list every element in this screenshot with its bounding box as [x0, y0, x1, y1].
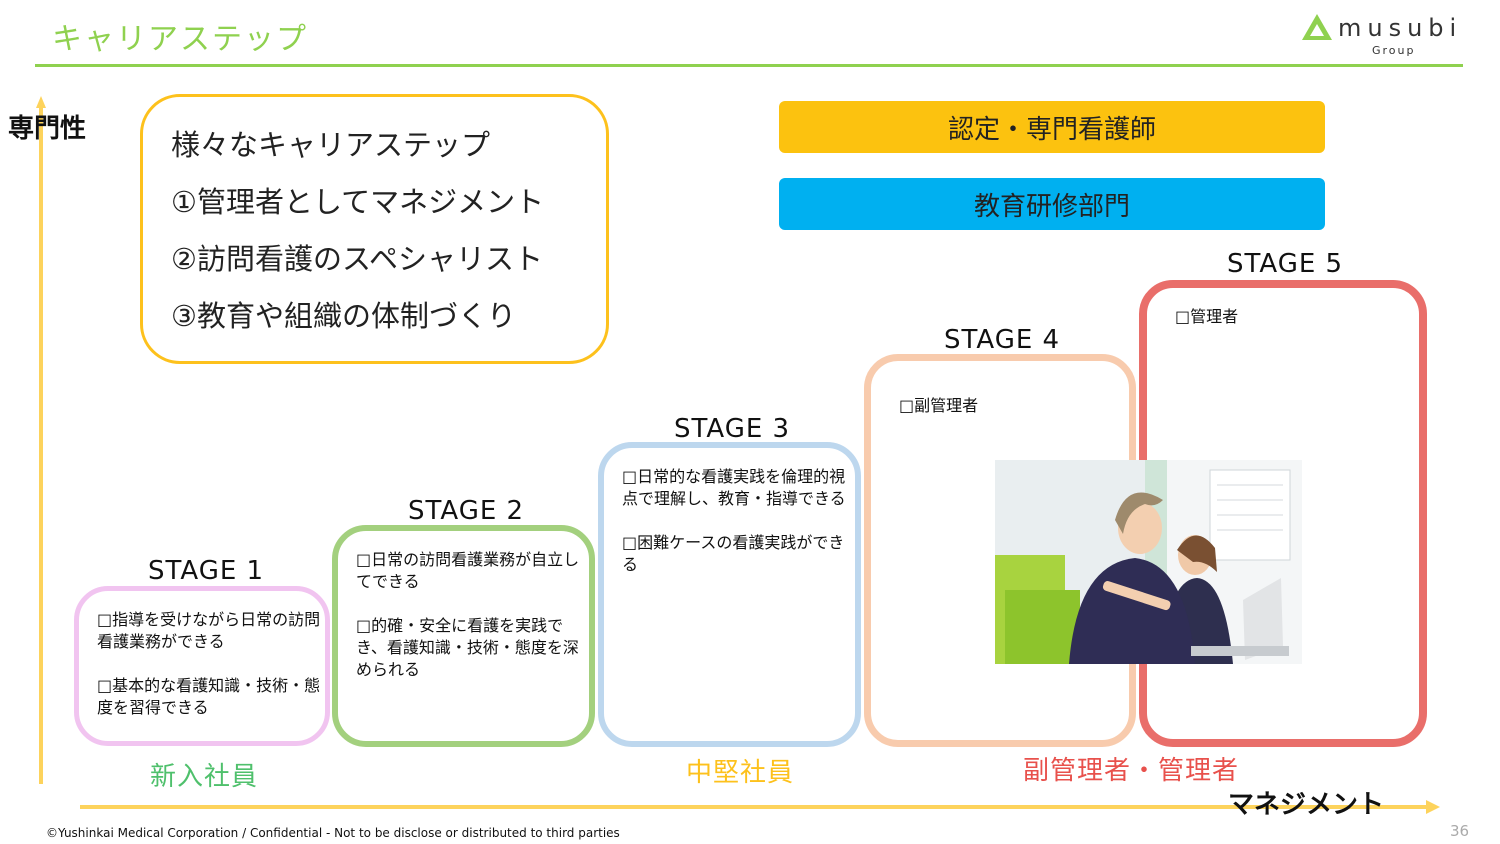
vertical-axis-arrow — [36, 96, 46, 784]
horizontal-axis-arrow — [80, 800, 1440, 814]
group-label-managers: 副管理者・管理者 — [1023, 756, 1240, 786]
career-path-education: ③教育や組織の体制づくり — [171, 299, 516, 333]
stage-1-item: □指導を受けながら日常の訪問看護業務ができる — [97, 610, 321, 651]
logo-triangle-icon — [1302, 14, 1332, 40]
stage-3-label: STAGE 3 — [674, 414, 791, 444]
axis-label-management: マネジメント — [1228, 790, 1385, 820]
category-education-dept: 教育研修部門 — [779, 178, 1325, 230]
nurses-photo — [995, 460, 1302, 664]
stage-3-box: □日常的な看護実践を倫理的視点で理解し、教育・指導できる □困難ケースの看護実践… — [598, 442, 861, 747]
stage-5-label: STAGE 5 — [1227, 249, 1344, 279]
stage-4-label: STAGE 4 — [944, 325, 1061, 355]
stage-1-label: STAGE 1 — [148, 556, 265, 586]
page-number: 36 — [1450, 822, 1470, 840]
group-label-mid-career: 中堅社員 — [686, 758, 795, 788]
career-paths-box: 様々なキャリアステップ ①管理者としてマネジメント ②訪問看護のスペシャリスト … — [140, 94, 609, 364]
stage-2-label: STAGE 2 — [408, 496, 525, 526]
slide-title: キャリアステップ — [52, 22, 308, 57]
career-path-specialist: ②訪問看護のスペシャリスト — [171, 242, 543, 276]
stage-2-box: □日常の訪問看護業務が自立してできる □的確・安全に看護を実践でき、看護知識・技… — [332, 525, 595, 747]
logo-subtext: Group — [1372, 44, 1416, 57]
stage-1-box: □指導を受けながら日常の訪問看護業務ができる □基本的な看護知識・技術・態度を習… — [74, 586, 330, 746]
axis-label-specialty: 専門性 — [8, 114, 87, 144]
category-certified-nurse: 認定・専門看護師 — [779, 101, 1325, 153]
group-label-new-staff: 新入社員 — [150, 762, 259, 792]
logo-wordmark: musubi — [1338, 14, 1463, 42]
musubi-logo: musubi Group — [1300, 8, 1460, 60]
stage-2-item: □日常の訪問看護業務が自立してできる — [356, 550, 580, 591]
stage-2-item: □的確・安全に看護を実践でき、看護知識・技術・態度を深められる — [356, 616, 579, 679]
copyright-notice: ©Yushinkai Medical Corporation / Confide… — [46, 826, 620, 840]
stage-3-item: □日常的な看護実践を倫理的視点で理解し、教育・指導できる — [622, 467, 846, 508]
stage-1-item: □基本的な看護知識・技術・態度を習得できる — [97, 676, 321, 717]
career-path-management: ①管理者としてマネジメント — [171, 185, 545, 219]
stage-5-item: □管理者 — [1175, 307, 1239, 326]
career-box-heading: 様々なキャリアステップ — [171, 128, 491, 162]
title-divider — [35, 64, 1463, 67]
stage-4-item: □副管理者 — [899, 396, 979, 415]
stage-3-item: □困難ケースの看護実践ができる — [622, 533, 845, 574]
